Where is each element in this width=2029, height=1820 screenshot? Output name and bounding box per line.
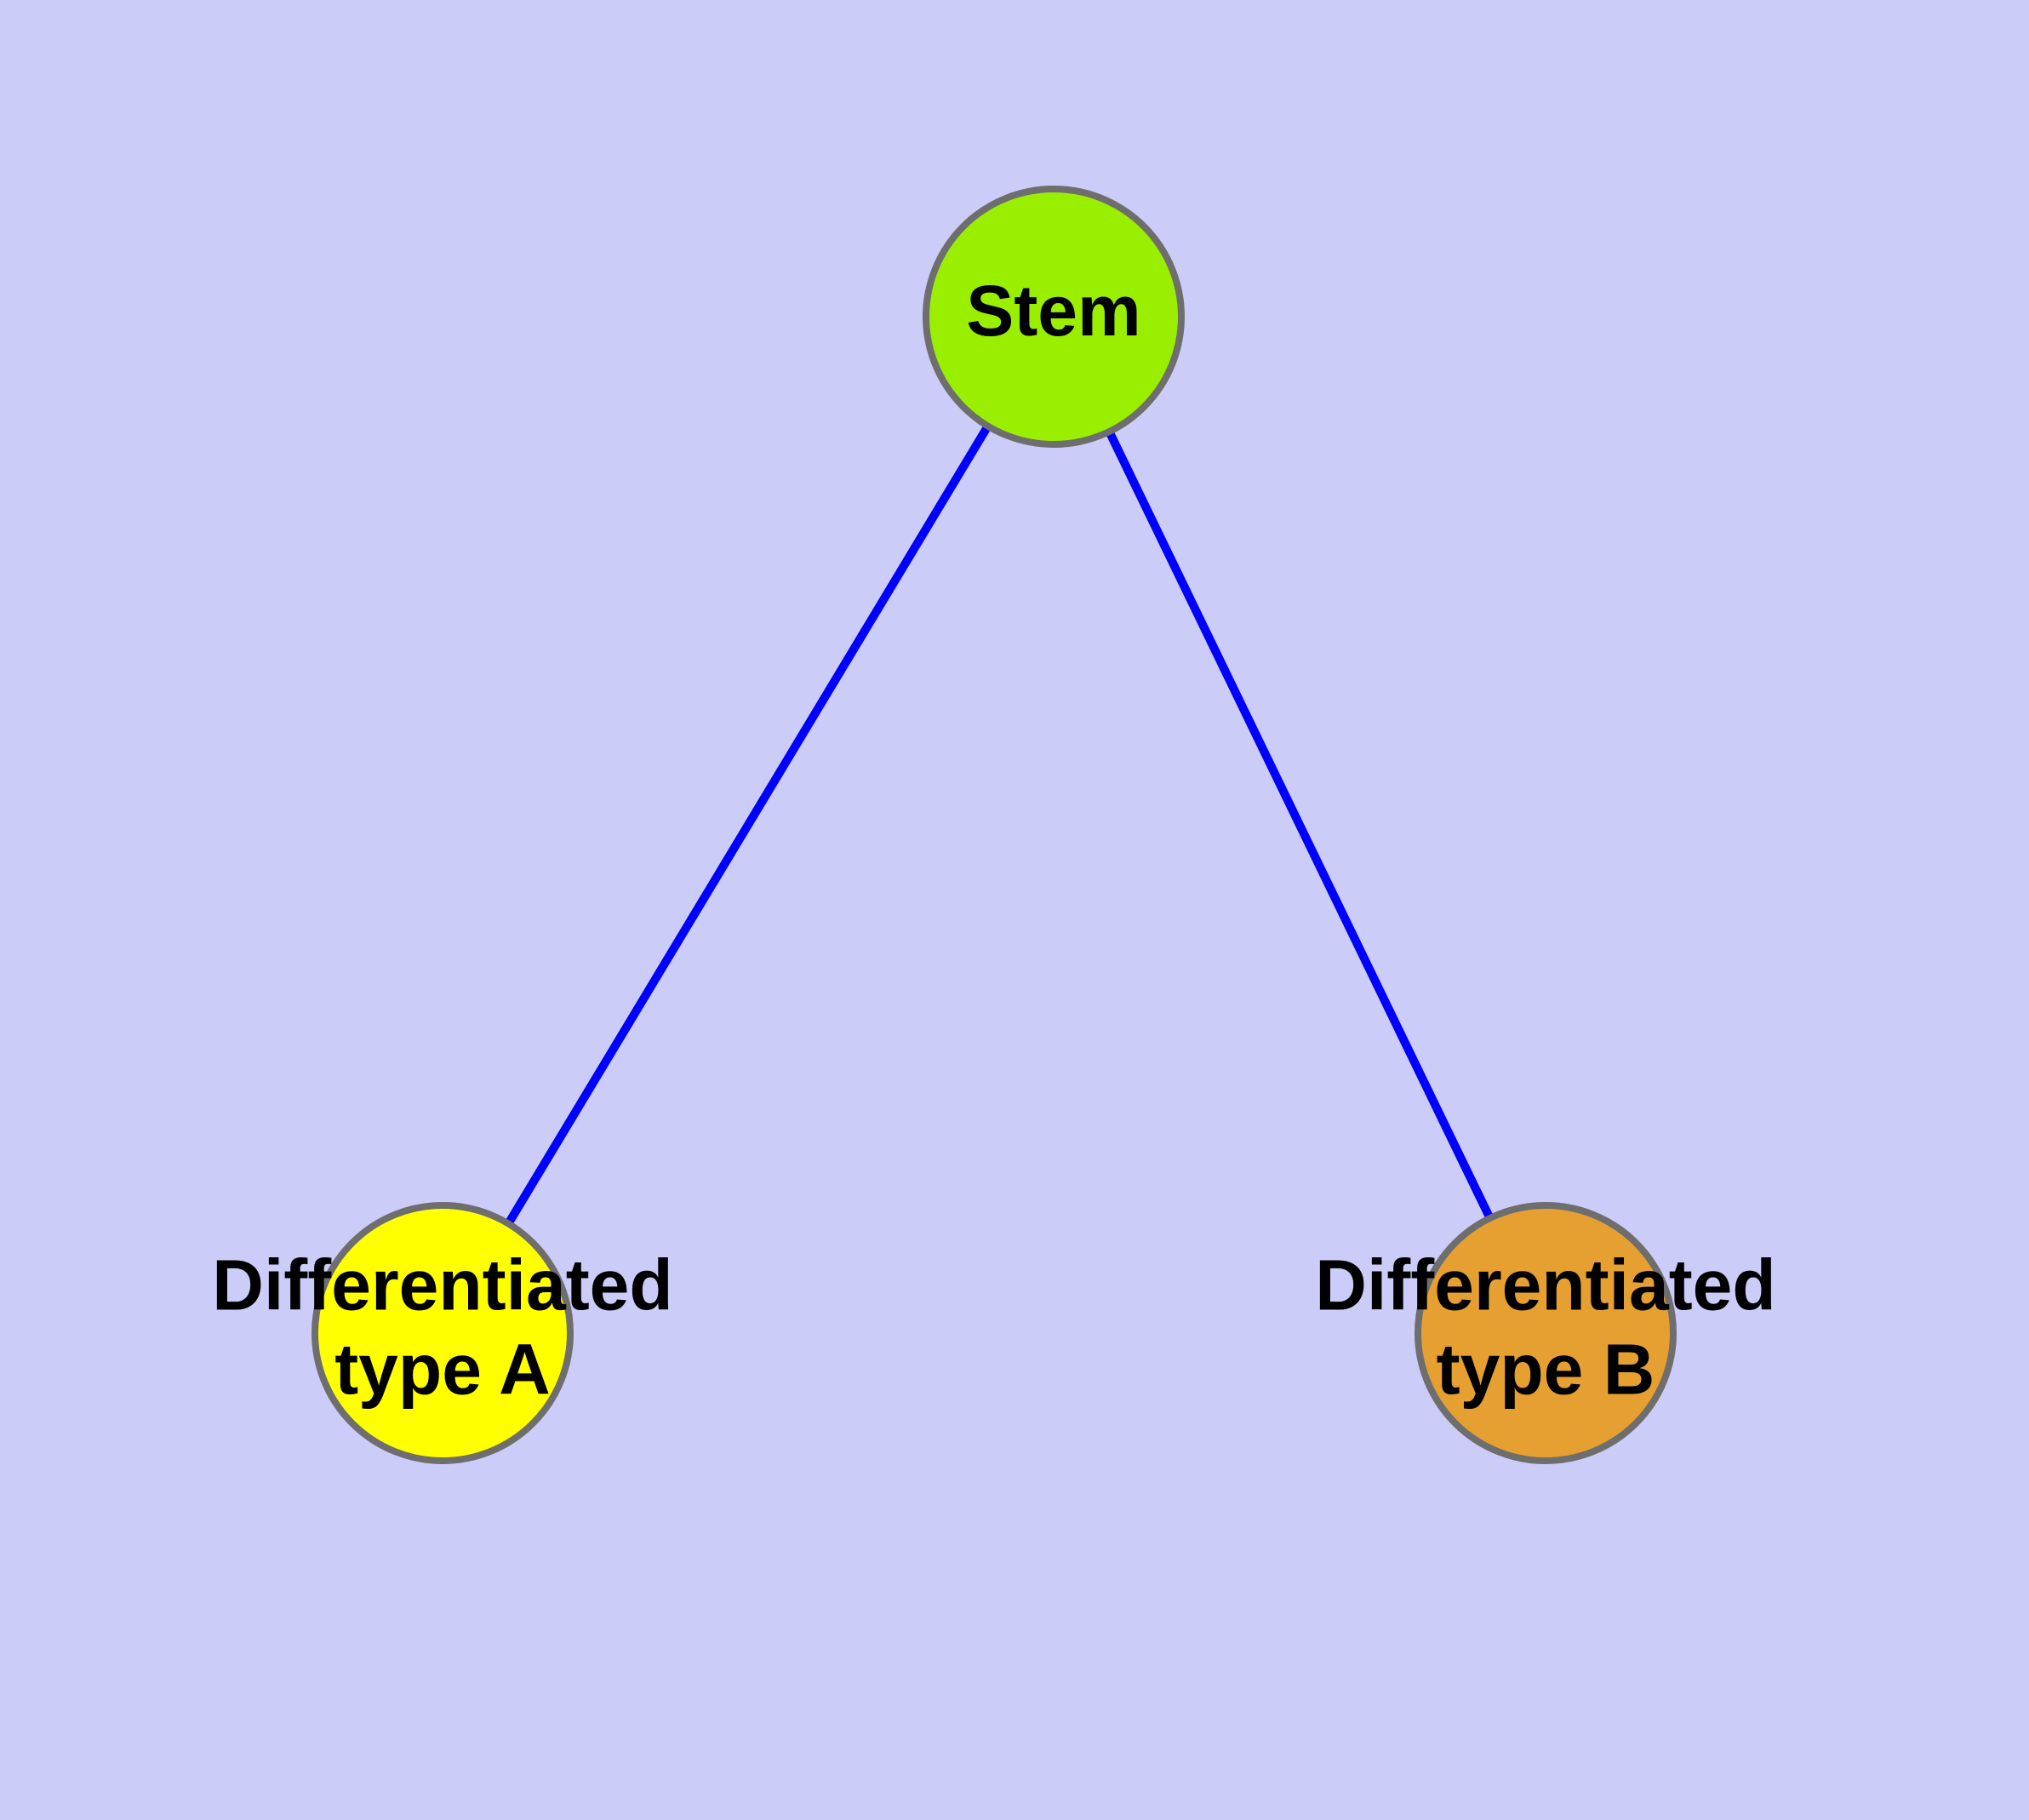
node-label-stem: Stem bbox=[966, 271, 1140, 351]
node-label-line: type A bbox=[334, 1330, 551, 1410]
edge-stem-to-diff-a bbox=[505, 423, 992, 1227]
node-circle-stem[interactable] bbox=[923, 186, 1185, 448]
node-label-line: Differentiated bbox=[212, 1245, 672, 1325]
edge-stem-to-diff-b bbox=[1105, 429, 1495, 1221]
edges-layer bbox=[505, 423, 1495, 1227]
node-circle-diff_a[interactable] bbox=[311, 1202, 574, 1464]
node-label-line: Differentiated bbox=[1315, 1245, 1775, 1325]
node-circle-diff_b[interactable] bbox=[1415, 1202, 1677, 1464]
node-stem[interactable]: Stem bbox=[923, 186, 1185, 448]
node-label-line: type B bbox=[1437, 1330, 1655, 1410]
node-label-line: Stem bbox=[966, 271, 1140, 351]
